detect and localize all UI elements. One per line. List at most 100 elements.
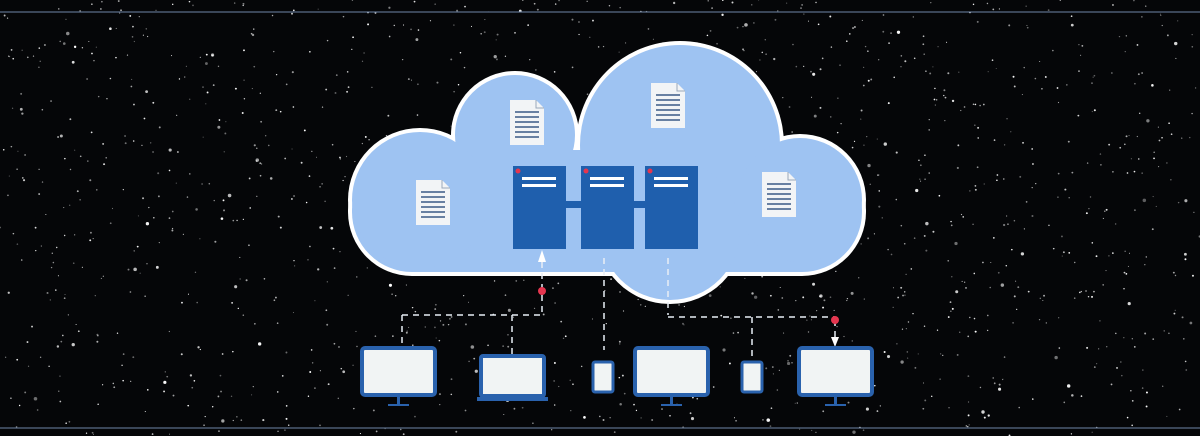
star [958, 71, 960, 73]
star [1104, 210, 1106, 212]
star [470, 345, 475, 349]
star [279, 110, 282, 113]
star [869, 183, 871, 185]
star [950, 220, 952, 223]
star [1045, 322, 1047, 324]
star [1035, 183, 1037, 185]
star [619, 291, 621, 293]
star [637, 298, 639, 301]
star [62, 334, 64, 337]
star [744, 23, 748, 27]
star [175, 182, 177, 184]
star [21, 49, 23, 51]
star [405, 284, 407, 286]
star [345, 155, 348, 158]
star [71, 342, 75, 347]
star [279, 226, 282, 229]
star [496, 33, 499, 36]
star [1153, 157, 1155, 160]
star [881, 217, 883, 219]
star [1137, 158, 1140, 160]
star [27, 365, 30, 367]
star [189, 374, 193, 377]
star [339, 156, 341, 159]
star [171, 227, 174, 230]
star [74, 149, 76, 151]
star [217, 395, 220, 398]
star [633, 403, 635, 406]
star [867, 163, 871, 168]
cloud [348, 41, 866, 304]
star [245, 279, 248, 282]
star [854, 26, 856, 28]
star [1131, 424, 1133, 427]
star [1145, 256, 1147, 258]
star [309, 371, 312, 373]
star [719, 286, 721, 288]
star [252, 385, 254, 388]
star [1077, 114, 1080, 117]
star [239, 256, 241, 258]
star [1181, 137, 1183, 139]
star [0, 226, 1, 229]
star [1181, 316, 1184, 319]
star [15, 426, 18, 428]
star [438, 393, 441, 396]
star [906, 351, 909, 353]
star [904, 294, 906, 296]
star [90, 131, 93, 134]
star [413, 0, 416, 3]
star [1080, 54, 1082, 56]
star [351, 0, 354, 1]
star [342, 15, 345, 18]
star [878, 190, 881, 192]
star [182, 233, 184, 235]
star [309, 245, 311, 248]
star [65, 31, 70, 36]
star [851, 146, 854, 149]
star [81, 47, 84, 49]
star [326, 323, 329, 326]
star [237, 307, 239, 310]
star [1071, 171, 1074, 174]
star [293, 259, 295, 262]
star [1173, 312, 1176, 315]
star [242, 4, 244, 7]
star [960, 213, 963, 216]
star [436, 81, 439, 84]
star [172, 394, 175, 397]
star [933, 98, 936, 101]
star [669, 414, 671, 417]
star [1006, 118, 1008, 120]
star [334, 92, 337, 94]
star [1142, 369, 1144, 371]
star [392, 335, 394, 337]
star [20, 259, 23, 261]
star [1047, 9, 1050, 11]
star [131, 36, 134, 38]
star [259, 92, 261, 94]
star [1184, 199, 1188, 203]
star [974, 124, 976, 126]
star [464, 409, 467, 412]
star [254, 323, 256, 325]
star [862, 84, 865, 87]
star [483, 31, 486, 34]
star [951, 307, 954, 310]
star [260, 120, 263, 123]
star [218, 430, 220, 432]
star [243, 79, 245, 81]
star [800, 7, 802, 10]
star [903, 242, 906, 245]
server-icon [581, 166, 634, 249]
star [363, 52, 365, 54]
star [960, 109, 962, 112]
star [434, 3, 436, 5]
star [55, 289, 57, 291]
star [1127, 302, 1131, 306]
star [1003, 144, 1006, 146]
star [835, 270, 837, 272]
star [144, 411, 146, 413]
star [947, 316, 950, 318]
star [402, 433, 405, 436]
